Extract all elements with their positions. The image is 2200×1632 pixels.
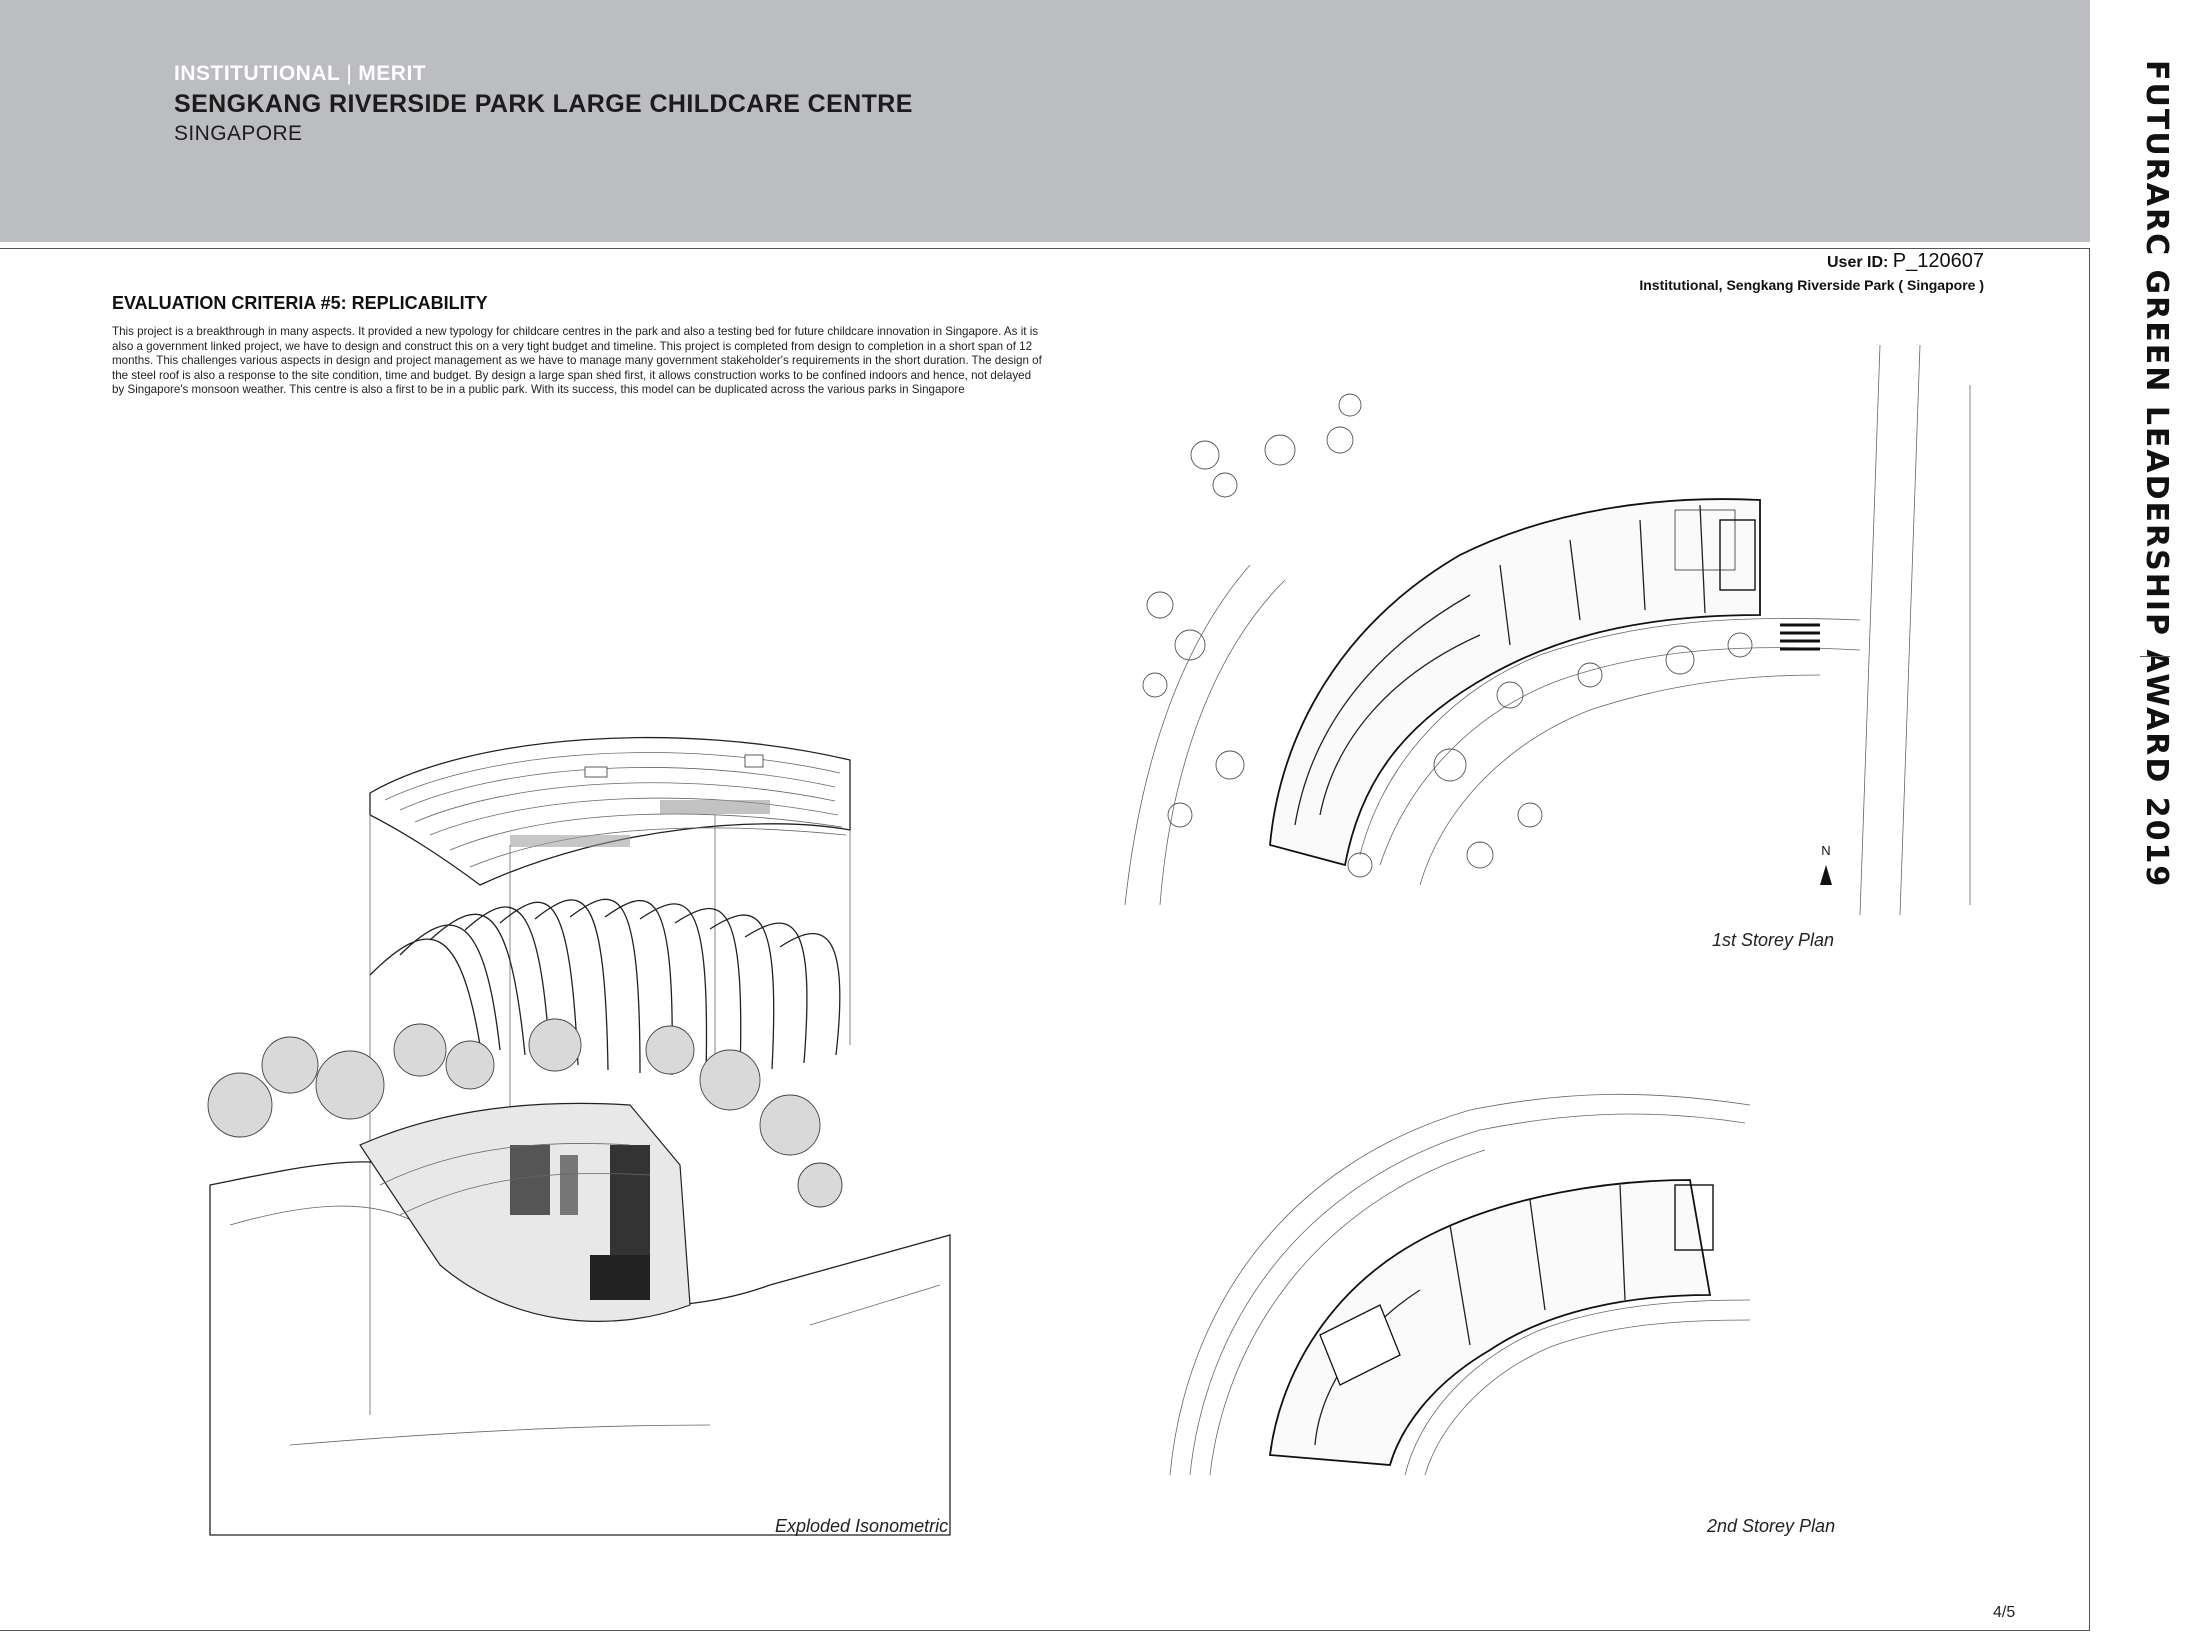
trees bbox=[207, 1018, 843, 1208]
north-arrow-icon bbox=[1820, 865, 1832, 885]
plan1-trees bbox=[1142, 393, 1753, 878]
page-number: 4/5 bbox=[1993, 1604, 2016, 1621]
category-separator: | bbox=[346, 62, 353, 85]
plan2-caption: 2nd Storey Plan bbox=[1707, 1516, 1836, 1536]
award-level: MERIT bbox=[358, 62, 427, 85]
plan2-outer-roof bbox=[1404, 1299, 1751, 1476]
plan1-covered-walkway bbox=[1359, 617, 1861, 886]
north-label: N bbox=[1821, 843, 1830, 858]
first-storey-plan: N bbox=[1124, 344, 1971, 916]
plan1-building bbox=[1269, 498, 1761, 867]
category-label: INSTITUTIONAL bbox=[174, 62, 341, 85]
isometric-caption: Exploded Isonometric bbox=[775, 1516, 949, 1536]
content-frame bbox=[0, 248, 2090, 1631]
building-mass bbox=[359, 1102, 691, 1322]
criteria-body: This project is a breakthrough in many a… bbox=[112, 325, 1042, 397]
isometric-drawing bbox=[207, 736, 951, 1536]
user-id-label: User ID: bbox=[1826, 254, 1889, 271]
second-storey-plan bbox=[1169, 1093, 1751, 1476]
header-band: INSTITUTIONAL|MERIT SENGKANG RIVERSIDE P… bbox=[0, 0, 2090, 242]
criteria-heading: EVALUATION CRITERIA #5: REPLICABILITY bbox=[112, 293, 488, 313]
sidebar: FUTURARC GREEN LEADERSHIP AWARD 2019 bbox=[2112, 60, 2200, 888]
sidebar-divider bbox=[2140, 656, 2170, 657]
award-category: INSTITUTIONAL|MERIT bbox=[174, 62, 426, 86]
user-info: User ID: P_120607 Institutional, Sengkan… bbox=[1639, 250, 1984, 293]
plan1-caption: 1st Storey Plan bbox=[1712, 930, 1835, 950]
user-id-value: P_120607 bbox=[1892, 250, 1984, 272]
project-location: SINGAPORE bbox=[174, 122, 303, 145]
project-title: SENGKANG RIVERSIDE PARK LARGE CHILDCARE … bbox=[174, 90, 913, 118]
award-title-vertical: FUTURARC GREEN LEADERSHIP AWARD 2019 bbox=[2139, 60, 2174, 889]
user-subtitle: Institutional, Sengkang Riverside Park (… bbox=[1639, 277, 1984, 293]
plan2-building bbox=[1268, 1179, 1714, 1466]
plan1-crossing bbox=[1780, 623, 1820, 651]
steel-arches bbox=[369, 898, 841, 1076]
roof-shell bbox=[369, 736, 851, 886]
